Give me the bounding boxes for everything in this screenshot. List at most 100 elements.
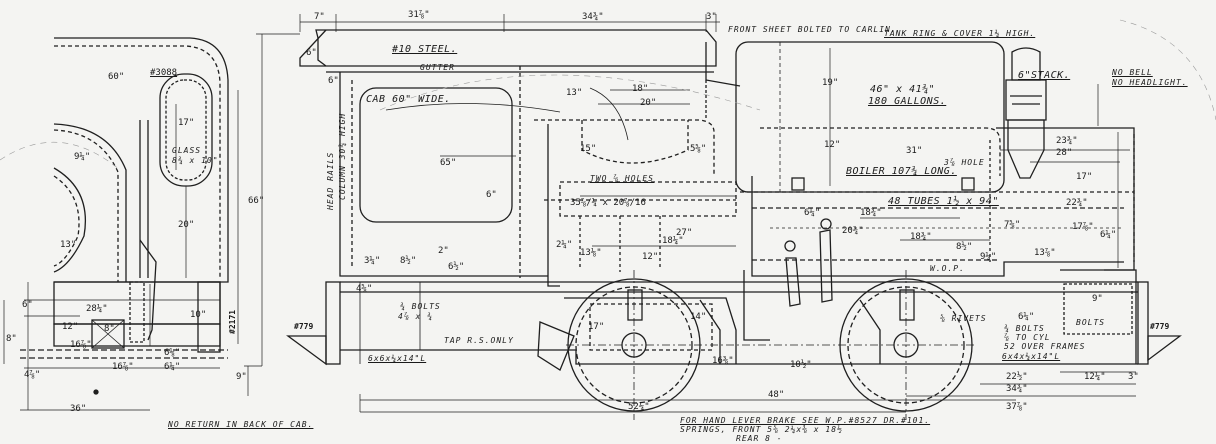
- dim-sv-37: 16⅜": [712, 356, 734, 366]
- label-stack: 6"STACK.: [1018, 70, 1071, 81]
- dim-sv-50: 9": [1092, 294, 1103, 304]
- dim-sv-25: 17⅞": [1072, 222, 1094, 232]
- label-tank-gallons: 180 GALLONS.: [868, 96, 947, 107]
- dim-sv-48: 3¼": [364, 256, 381, 266]
- dim-sv-29: 35⅞/¼ x 20⅞/16: [570, 198, 646, 208]
- frame: [286, 269, 1182, 371]
- dim-sv-46: 8½": [400, 256, 417, 266]
- dim-sv-39: 22½": [1006, 372, 1028, 382]
- label-bolts-size: 4⅞ x ¾: [398, 312, 433, 321]
- label-bolts3: BOLTS: [1076, 318, 1106, 327]
- dim-sv-27: 13⅞": [1034, 248, 1056, 258]
- dim-sv-45: 52¼": [628, 402, 650, 412]
- dim-sv-43: 37⅞": [1006, 402, 1028, 412]
- label-tap-rs: TAP R.S.ONLY: [444, 336, 514, 345]
- cab: [299, 29, 741, 287]
- dim-sv-10: 5⅝": [690, 144, 707, 154]
- note-no-headlight: NO HEADLIGHT.: [1112, 78, 1188, 87]
- dimension-lines: [3, 14, 1136, 413]
- dim-top-3: 3": [706, 12, 717, 22]
- dim-sv-4: 65": [440, 158, 457, 168]
- label-head-rails: HEAD RAILS: [326, 151, 335, 210]
- label-bolts-left: ¾ BOLTS: [400, 302, 441, 311]
- dim-sv-14: 17": [1076, 172, 1093, 182]
- dim-sv-6: 13": [566, 88, 583, 98]
- dim-lv-12: 6": [22, 300, 33, 310]
- label-tank-size: 46" x 41¾": [870, 84, 936, 95]
- dim-sv-16: 31": [906, 146, 923, 156]
- label-bolts-right: ¾ BOLTS: [1004, 324, 1045, 333]
- dim-sv-49: 6½": [448, 262, 465, 272]
- note-rear: REAR 8 -: [736, 434, 783, 443]
- dim-lv-6: 28¼": [86, 304, 108, 314]
- label-column: COLUMN 30¾ HIGH: [338, 112, 347, 200]
- part-779-left: #779: [294, 322, 314, 331]
- dim-sv-17: 12": [824, 140, 841, 150]
- dim-sv-24: 7⅝": [1004, 220, 1021, 230]
- dim-sv-3: 9": [236, 372, 247, 382]
- dim-lv-11: 36": [70, 404, 87, 414]
- dim-sv-7: 18": [632, 84, 649, 94]
- label-angle-right: 6x4x¼x14"L: [1002, 352, 1061, 361]
- dim-sv-40: 12¼": [1084, 372, 1106, 382]
- dim-sv-28: 9¼": [980, 252, 997, 262]
- dim-lv-0: 60": [108, 72, 125, 82]
- label-hole: 3⅞ HOLE: [944, 158, 985, 167]
- dim-lv-4: 13": [60, 240, 77, 250]
- dim-sv-47: 4⅝": [356, 284, 373, 294]
- dim-lv-10: 6¼": [164, 362, 181, 372]
- note-no-bell: NO BELL: [1112, 68, 1153, 77]
- dim-lv-1: 17": [178, 118, 195, 128]
- dim-lv-7: 8": [104, 324, 115, 334]
- dim-sv-1: 6": [306, 48, 317, 58]
- dim-sv-42: 34¾": [1006, 384, 1028, 394]
- dim-sv-35: 17": [588, 322, 605, 332]
- dim-sv-41: 3": [1128, 372, 1139, 382]
- label-tubes: 48 TUBES 1½ x 94": [888, 196, 999, 207]
- rear-view: [20, 37, 239, 411]
- dim-sv-5: 6": [486, 190, 497, 200]
- dim-lv-5: 10": [190, 310, 207, 320]
- label-rivets: ⅝ RIVETS: [940, 314, 987, 323]
- label-steel: #10 STEEL.: [392, 44, 458, 55]
- dim-sv-34: 2¼": [556, 240, 573, 250]
- wheels: [566, 218, 976, 420]
- dim-sv-13: 28": [1056, 148, 1073, 158]
- dim-sv-21: 20¾": [842, 226, 864, 236]
- dim-sv-18: 22¾": [1066, 198, 1088, 208]
- dim-top-1: 31⅞": [408, 10, 430, 20]
- dim-lv-16: 6⅛": [164, 348, 181, 358]
- label-cab-wide: CAB 60" WIDE.: [366, 94, 451, 105]
- part-779-right: #779: [1150, 322, 1170, 331]
- note-two-bolts: TWO ⅞ HOLES: [590, 174, 654, 183]
- dim-lv-3: 9¼": [74, 152, 91, 162]
- dim-sv-31: 27": [676, 228, 693, 238]
- part-2171: #2171: [228, 309, 237, 334]
- dim-sv-33: 13⅛": [580, 248, 602, 258]
- label-boiler: BOILER 107¾ LONG.: [846, 166, 957, 177]
- dim-sv-36: 14": [690, 312, 707, 322]
- dim-sv-9: 15": [580, 144, 597, 154]
- label-over-frames: 52 OVER FRAMES: [1004, 342, 1086, 351]
- dim-lv-8: 12": [62, 322, 79, 332]
- dim-lv-15: 16⅞": [70, 340, 92, 350]
- dim-lv-9: 16⅞": [112, 362, 134, 372]
- label-angle: 6x6x¼x14"L: [368, 354, 427, 363]
- dim-top-0: 7": [314, 12, 325, 22]
- dim-sv-26: 6¼": [804, 208, 821, 218]
- note-springs: SPRINGS, FRONT 5⅝ 2¼x⅜ x 18½: [680, 425, 843, 434]
- dim-sv-20: 18¾": [860, 208, 882, 218]
- label-wop: W.O.P.: [930, 264, 965, 273]
- dim-sv-2: 6": [328, 76, 339, 86]
- dim-sv-22: 18¾": [910, 232, 932, 242]
- dim-sv-44: 48": [768, 390, 785, 400]
- dim-top-2: 34¾": [582, 12, 604, 22]
- dim-sv-51: 6¼": [1018, 312, 1035, 322]
- label-glass-size: 8¾ x 10": [172, 156, 219, 165]
- dim-sv-30: 18¼": [662, 236, 684, 246]
- dim-sv-38: 10½": [790, 360, 812, 370]
- dim-lv-14: 4⅞": [24, 370, 41, 380]
- dim-sv-23: 8½": [956, 242, 973, 252]
- dim-lv-13: 8": [6, 334, 17, 344]
